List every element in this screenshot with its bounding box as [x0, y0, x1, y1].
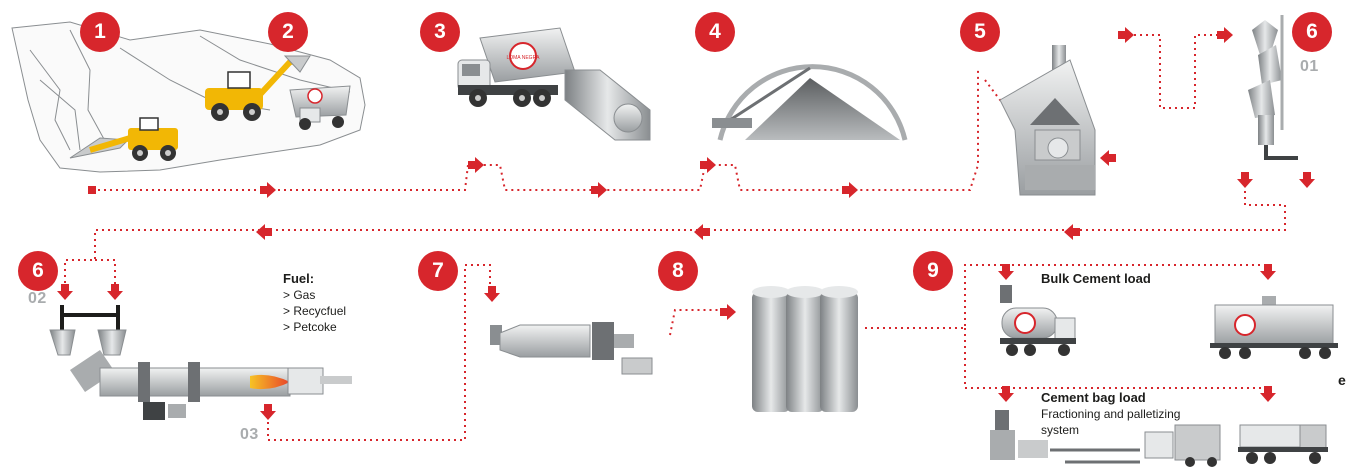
loader-2	[205, 55, 311, 121]
loader-1	[69, 117, 178, 161]
dump-truck-quarry	[289, 85, 351, 130]
cropped-edge-text: e	[1338, 372, 1346, 388]
cement-mill	[490, 322, 653, 375]
step-7-badge: 7	[418, 251, 458, 291]
step-6-top-badge: 6	[1292, 12, 1332, 52]
bag-load-label: Cement bag load Fractioning and palletiz…	[1041, 390, 1181, 437]
kiln-inlet-sublabel: 02	[28, 290, 47, 307]
bulk-load-label: Bulk Cement load	[1041, 271, 1151, 286]
preheater-tower	[1248, 15, 1298, 160]
step-2-badge: 2	[268, 12, 308, 52]
step-5-badge: 5	[960, 12, 1000, 52]
bulk-loading-truck	[1000, 285, 1076, 356]
step-6-bottom-badge: 6	[18, 251, 58, 291]
bag-palletizing-system	[990, 410, 1221, 467]
svg-text:LOMA NEGRA: LOMA NEGRA	[506, 55, 540, 61]
flow-arrows	[57, 27, 1315, 420]
fuel-item: > Petcoke	[283, 320, 337, 334]
step-3-badge: 3	[420, 12, 460, 52]
fuel-item: > Recycfuel	[283, 304, 347, 318]
stockpile	[712, 64, 908, 141]
bag-load-description: Fractioning and palletizing system	[1041, 407, 1181, 437]
crusher-machine	[564, 69, 651, 141]
flow-lines	[64, 34, 1286, 441]
bag-truck	[1238, 424, 1328, 464]
fuel-list: Fuel: > Gas > Recycfuel > Petcoke	[283, 271, 346, 335]
step-4-badge: 4	[695, 12, 735, 52]
preheater-sublabel: 01	[1300, 58, 1319, 75]
cement-silos	[752, 286, 858, 412]
kiln-outlet-sublabel: 03	[240, 426, 259, 443]
fuel-title: Fuel:	[283, 271, 315, 286]
bulk-rail-wagon	[1210, 296, 1338, 359]
fuel-item: > Gas	[283, 288, 316, 302]
rotary-kiln	[49, 305, 352, 420]
step-8-badge: 8	[658, 251, 698, 291]
raw-mill	[999, 45, 1096, 196]
crusher-truck: LOMA NEGRA	[457, 27, 576, 107]
step-9-badge: 9	[913, 251, 953, 291]
step-1-badge: 1	[80, 12, 120, 52]
